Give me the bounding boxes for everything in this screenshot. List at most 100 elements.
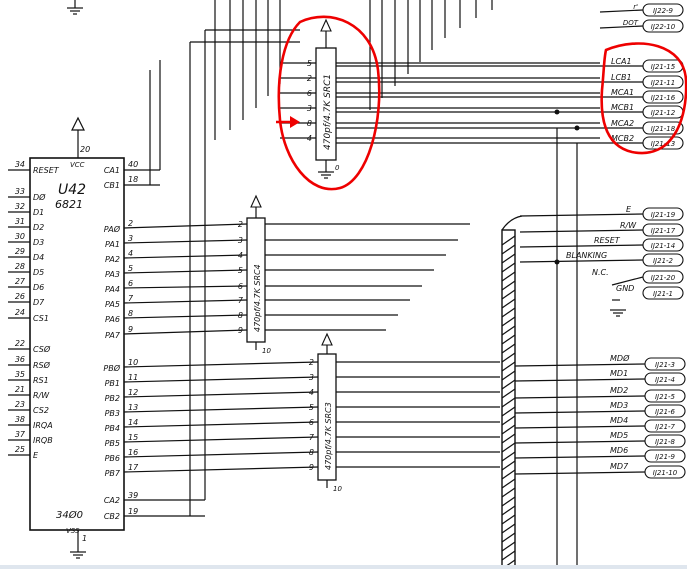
signal-label: MD7 (610, 462, 629, 471)
pack-gnd-pin: 10 (333, 485, 342, 493)
ic-part: 6821 (55, 198, 83, 211)
ic-pin-number: 2 (128, 219, 133, 228)
ic-pin-number: 29 (15, 247, 25, 256)
ic-pin-number: 36 (15, 355, 25, 364)
ic-pin-label: PB5 (105, 439, 120, 448)
ic-pin-number: 17 (128, 463, 139, 472)
ic-pin-label: PB3 (105, 409, 120, 418)
ic-pin-label: PA1 (105, 240, 120, 249)
ic-pin-number: 5 (128, 264, 133, 273)
pack-gnd-pin: 10 (262, 347, 271, 355)
ic-pin-label: PA7 (105, 331, 121, 340)
ic-pin-number: 24 (15, 308, 25, 317)
ic-u42-body (29, 157, 125, 531)
ic-vcc-pin: 20 (80, 145, 90, 154)
connector-label: IJ21-15 (651, 63, 676, 71)
red-annotation (277, 15, 687, 191)
signal-label: MD1 (610, 369, 628, 378)
signal-label: BLANKING (566, 251, 607, 260)
connector-tag: IJ21-20 (642, 270, 684, 284)
connector-label: IJ21-19 (651, 211, 676, 219)
ic-pin-number: 6 (128, 279, 133, 288)
pullup-arrow-icon (321, 332, 333, 346)
connector-label: IJ21-5 (655, 393, 676, 401)
ic-pin-label: PAØ (104, 224, 121, 234)
connector-tag: IJ22-9 (642, 3, 684, 17)
signal-label: MD3 (610, 401, 628, 410)
signal-label: LCA1 (611, 57, 632, 66)
connector-tag: IJ22-10 (642, 19, 684, 33)
connector-tag: IJ21-19 (642, 207, 684, 221)
ground-icon (318, 171, 334, 179)
signal-label: MD2 (610, 386, 628, 395)
connector-label: IJ21-20 (651, 274, 676, 282)
ic-pin-number: 10 (128, 358, 138, 367)
ic-pin-label: CA2 (104, 496, 120, 505)
connector-tag: IJ21-1 (642, 286, 684, 300)
ic-pin-label: D3 (33, 238, 44, 247)
connector-tag: IJ21-15 (642, 59, 684, 73)
connector-label: IJ22-10 (651, 23, 676, 31)
ic-pin-label: E (33, 451, 39, 460)
ic-pin-label: RSØ (33, 360, 51, 370)
ic-pin-number: 12 (128, 388, 138, 397)
connector-tag: IJ21-17 (642, 223, 684, 237)
ic-pin-label: R/W (33, 391, 50, 400)
ic-pin-number: 22 (15, 339, 25, 348)
signal-label: MD6 (610, 446, 628, 455)
signal-label: MCA2 (611, 119, 634, 128)
ic-pin-label: CS2 (33, 406, 49, 415)
ic-pin-label: CB2 (104, 512, 120, 521)
connector-label: IJ21-1 (653, 290, 673, 298)
connector-tag: IJ21-5 (644, 389, 686, 403)
ic-pin-number: 3 (128, 234, 133, 243)
connector-label: IJ21-2 (653, 257, 674, 265)
signal-label: N.C. (592, 268, 609, 277)
ic-pin-label: D2 (33, 223, 44, 232)
ic-pin-label: D1 (33, 208, 44, 217)
ic-pin-label: CB1 (104, 181, 120, 190)
ic-pin-label: D7 (33, 298, 45, 307)
ic-pin-number: 30 (15, 232, 25, 241)
ic-vss-label: VSS (66, 527, 80, 535)
ic-name: U42 (58, 182, 86, 198)
signal-label: MCB1 (611, 103, 634, 112)
ic-pin-label: IRQA (33, 421, 53, 430)
ic-pin-number: 33 (15, 187, 25, 196)
ic-pin-number: 31 (15, 217, 25, 226)
signal-label: LCB1 (611, 73, 632, 82)
connector-label: IJ21-18 (651, 125, 676, 133)
connector-label: IJ22-9 (653, 7, 674, 15)
ic-pin-label: PB1 (105, 379, 120, 388)
signal-label: GND (616, 284, 634, 293)
window-bottom-edge (0, 565, 687, 569)
ic-pin-label: IRQB (33, 436, 53, 445)
ic-pin-number: 18 (128, 175, 138, 184)
ic-pin-number: 38 (15, 415, 25, 424)
ic-pin-label: PB4 (105, 424, 120, 433)
ic-pin-number: 9 (128, 325, 133, 334)
ic-pin-number: 35 (15, 370, 25, 379)
red-arrow-icon (276, 116, 300, 128)
ic-pin-number: 23 (15, 400, 25, 409)
ic-pin-number: 16 (128, 448, 138, 457)
connector-label: IJ21-10 (653, 469, 678, 477)
connector-tag: IJ21-4 (644, 372, 686, 386)
connector-label: IJ21-6 (655, 408, 676, 416)
ic-pin-label: PA5 (105, 300, 120, 309)
pack-label: 470pf/4.7K SRC4 (253, 264, 262, 332)
ic-pin-label: D5 (33, 268, 44, 277)
connector-label: IJ21-12 (651, 109, 676, 117)
connector-tag: IJ21-16 (642, 90, 684, 104)
connector-label: IJ21-8 (655, 438, 676, 446)
ic-pin-label: PA3 (105, 270, 120, 279)
ic-pin-label: RESET (33, 166, 60, 175)
cable-bundle (501, 215, 523, 569)
top-bus-lines (190, 0, 493, 140)
ic-pin-label: PB7 (105, 469, 121, 478)
connector-tag: IJ21-9 (644, 449, 686, 463)
ic-pin-number: 14 (128, 418, 138, 427)
ic-pin-number: 27 (15, 277, 26, 286)
